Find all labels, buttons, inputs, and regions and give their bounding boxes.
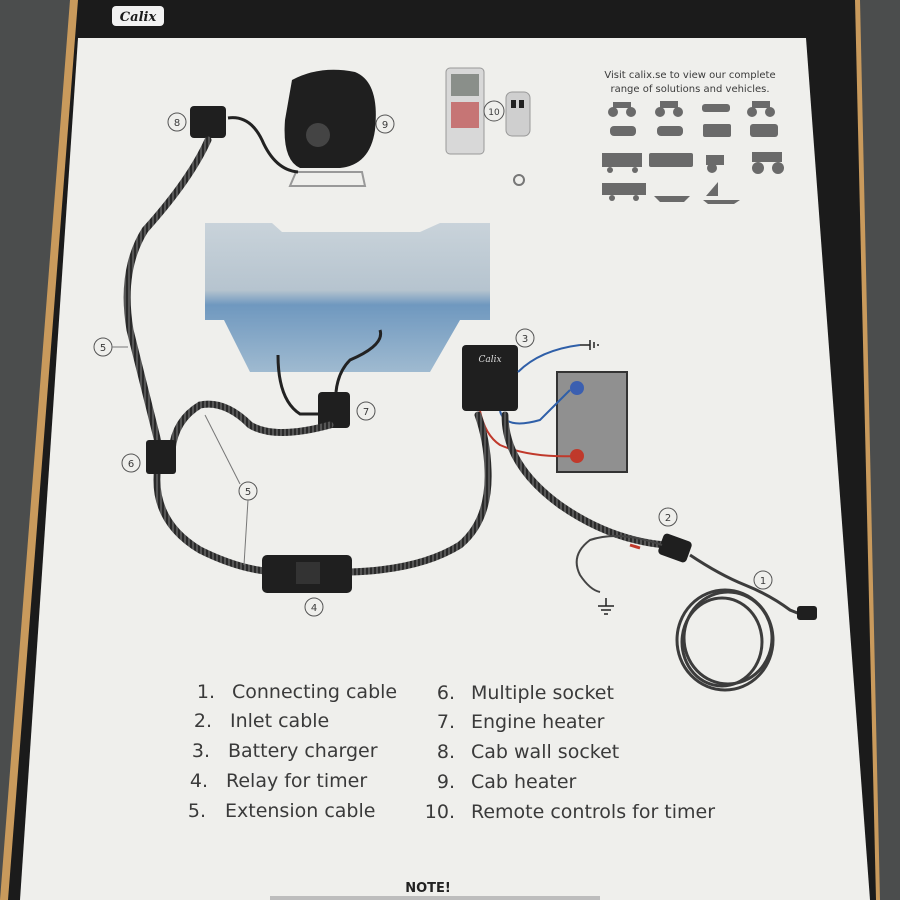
- svg-text:6: 6: [128, 459, 134, 470]
- legend-text: Inlet cable: [230, 710, 329, 732]
- remote-controls-illustration: [445, 67, 531, 186]
- callout-3: 3: [515, 328, 535, 348]
- calix-logo: Calix: [112, 6, 164, 26]
- legend-text: Cab wall socket: [471, 741, 619, 763]
- charger-logo: Calix: [478, 355, 501, 365]
- callout-5b: 5: [238, 481, 258, 501]
- legend-left-column: 1. Connecting cable 2. Inlet cable 3. Ba…: [188, 681, 397, 822]
- callout-7: 7: [356, 401, 376, 421]
- inlet-cable-illustration: [575, 533, 692, 615]
- callout-6: 6: [121, 453, 141, 473]
- multiple-socket-illustration: [146, 440, 176, 474]
- boat-icon: [654, 196, 690, 202]
- logo-text: Calix: [120, 10, 157, 25]
- svg-text:1: 1: [760, 576, 766, 587]
- van-icon: [703, 124, 731, 137]
- atv-icon: [655, 101, 683, 117]
- vehicle-icons-grid: [602, 101, 784, 204]
- legend-text: Extension cable: [225, 800, 375, 822]
- parts-legend: 1. Connecting cable 2. Inlet cable 3. Ba…: [188, 681, 715, 823]
- legend-num: 8.: [437, 741, 455, 763]
- sedan-icon: [657, 126, 683, 136]
- promo-line-2: range of solutions and vehicles.: [610, 84, 769, 95]
- callout-4: 4: [304, 597, 324, 617]
- extension-cables: [123, 136, 669, 576]
- legend-num: 5.: [188, 800, 206, 822]
- legend-num: 9.: [437, 771, 455, 793]
- svg-text:2: 2: [665, 513, 671, 524]
- car-icon: [610, 126, 636, 136]
- legend-text: Cab heater: [471, 771, 577, 793]
- loader-icon: [752, 152, 784, 174]
- svg-text:8: 8: [174, 118, 180, 129]
- callout-markers: 1 2 3 4 5 5 6 7 8 9 10: [93, 100, 773, 617]
- sailboat-icon: [703, 182, 740, 204]
- truck-icon: [602, 153, 642, 173]
- promo-line-1: Visit calix.se to view our complete: [604, 70, 775, 81]
- battery-charger-illustration: Calix: [462, 345, 518, 411]
- svg-text:5: 5: [100, 343, 106, 354]
- legend-num: 1.: [197, 681, 215, 703]
- callout-2: 2: [658, 507, 678, 527]
- callout-5a: 5: [93, 337, 113, 357]
- snowmobile-icon: [702, 104, 730, 112]
- legend-num: 3.: [192, 740, 210, 762]
- legend-text: Engine heater: [471, 711, 605, 733]
- note-text-cropped: [270, 896, 600, 900]
- callout-1: 1: [753, 570, 773, 590]
- svg-text:4: 4: [311, 603, 317, 614]
- legend-num: 7.: [437, 711, 455, 733]
- quad-icon: [747, 101, 775, 117]
- legend-text: Relay for timer: [226, 770, 367, 792]
- callout-9: 9: [375, 114, 395, 134]
- callout-10: 10: [483, 100, 505, 122]
- motorcycle-icon: [608, 102, 636, 117]
- legend-text: Multiple socket: [471, 682, 614, 704]
- dump-truck-icon: [602, 183, 646, 201]
- cab-heater-illustration: [227, 69, 376, 187]
- engine-heater-illustration: [276, 329, 383, 428]
- legend-num: 10.: [425, 801, 455, 823]
- legend-text: Connecting cable: [232, 681, 397, 703]
- svg-text:7: 7: [363, 407, 369, 418]
- connecting-cable-coil-illustration: [675, 553, 817, 692]
- legend-num: 6.: [437, 682, 455, 704]
- relay-timer-illustration: [262, 555, 352, 593]
- bus-icon: [649, 153, 693, 167]
- legend-num: 2.: [194, 710, 212, 732]
- legend-text: Battery charger: [228, 740, 378, 762]
- suv-icon: [750, 124, 778, 137]
- svg-text:3: 3: [522, 334, 528, 345]
- legend-num: 4.: [190, 770, 208, 792]
- legend-right-column: 6. Multiple socket 7. Engine heater 8. C…: [425, 682, 715, 823]
- svg-text:9: 9: [382, 120, 388, 131]
- cab-wall-socket: [190, 106, 226, 138]
- svg-text:5: 5: [245, 487, 251, 498]
- tractor-icon: [706, 155, 724, 173]
- note-title: NOTE!: [405, 881, 451, 896]
- car-battery-illustration: [479, 340, 628, 473]
- engine-block-illustration: [205, 223, 490, 372]
- callout-8: 8: [167, 112, 187, 132]
- svg-text:10: 10: [488, 108, 500, 118]
- legend-text: Remote controls for timer: [471, 801, 715, 823]
